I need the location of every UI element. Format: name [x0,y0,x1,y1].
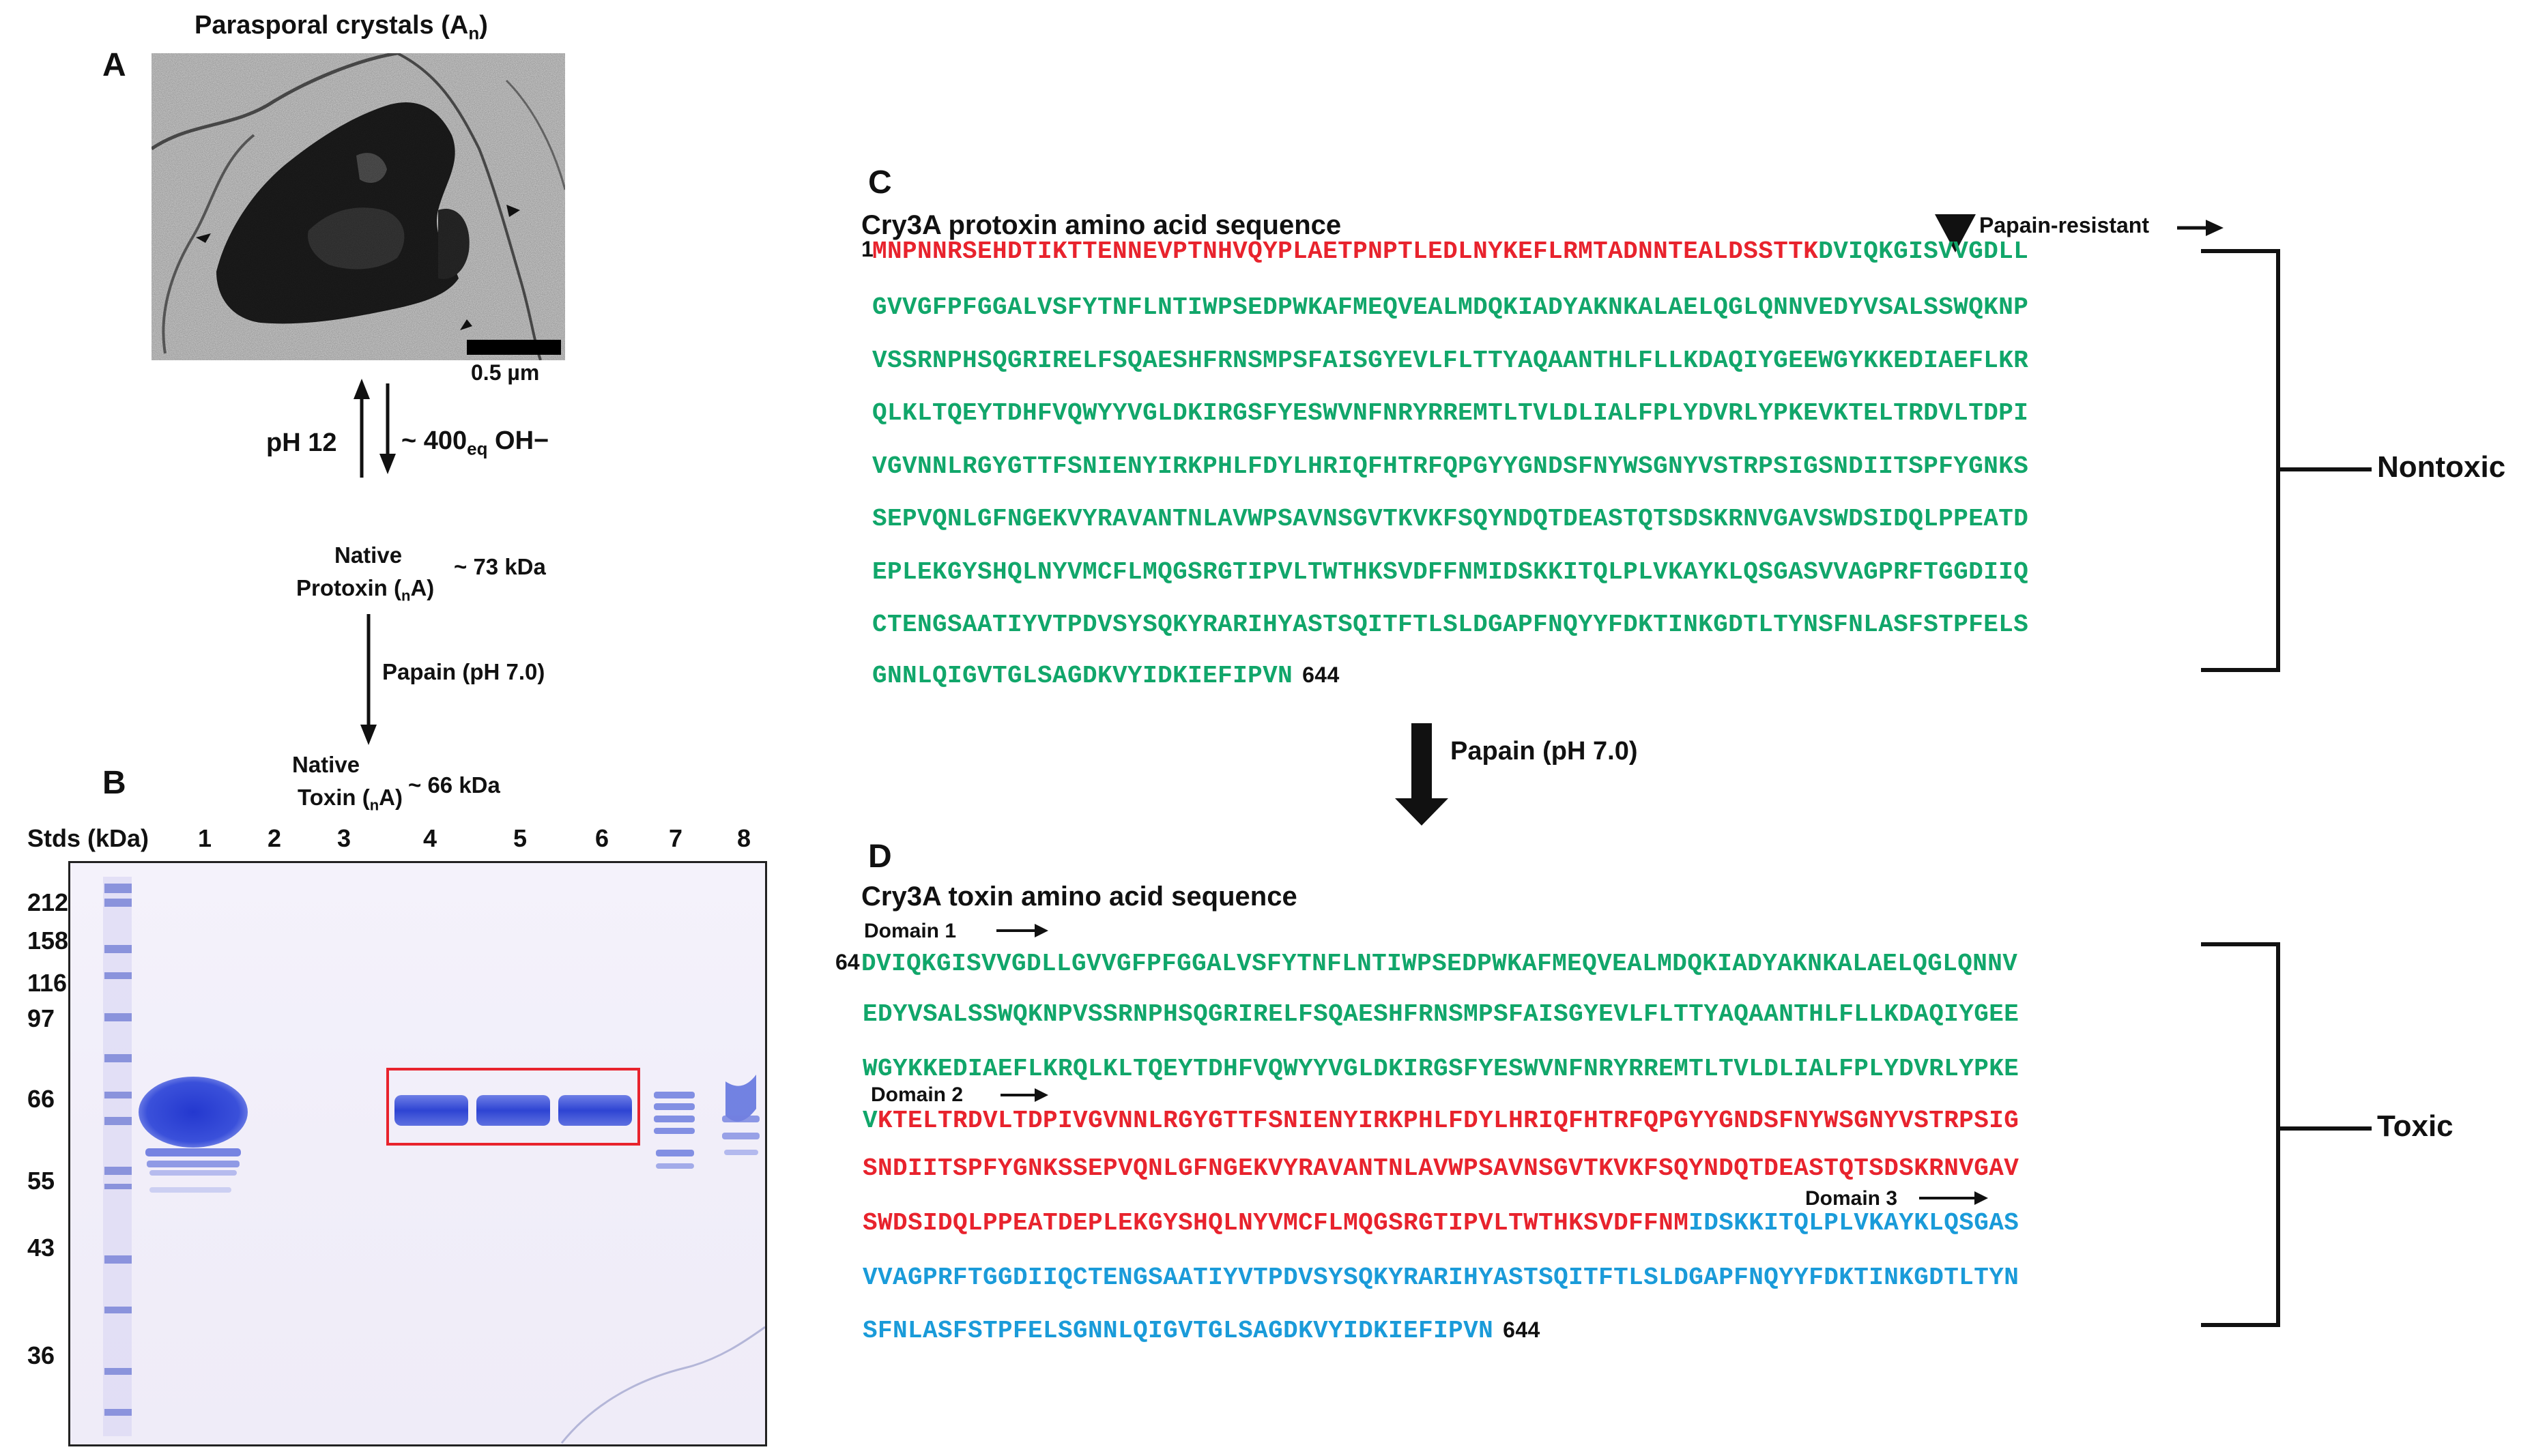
marker-label-158: 158 [27,927,69,955]
gel-bands [103,877,765,1444]
marker-label-43: 43 [27,1234,55,1262]
toxic-label: Toxic [2377,1109,2454,1143]
papain-label-middle: Papain (pH 7.0) [1450,737,1638,766]
marker-label-36: 36 [27,1341,55,1369]
toxin-label-line2: Toxin (nA) [298,785,403,814]
stds-label: Stds (kDa) [27,824,149,852]
lane-label-8: 8 [737,824,751,852]
papain-label-a: Papain (pH 7.0) [382,659,545,684]
protoxin-seq-line-1: MNPNNRSEHDTIKTTENNEVPTNHVQYPLAETPNPTLEDL… [872,237,2029,265]
protoxin-start-number: 1 [861,237,874,261]
papain-resistant-label: Papain-resistant [1979,213,2149,237]
ph-label: pH 12 [266,428,337,457]
toxin-seq-line-8: SFNLASFSTPFELSGNNLQIGVTGLSAGDKVYIDKIEFIP… [863,1317,1540,1345]
toxin-seq-line-1: DVIQKGISVVGDLLGVVGFPFGGALVSFYTNFLNTIWPSE… [861,950,2018,978]
panel-d-letter: D [868,839,892,875]
lane-label-6: 6 [595,824,609,852]
lane-label-2: 2 [268,824,282,852]
toxin-seq-line-2: EDYVSALSSWQKNPVSSRNPHSQGRIRELFSQAESHFRNS… [863,1000,2019,1028]
protoxin-seq-line-4: QLKLTQEYTDHFVQWYYVGLDKIRGSFYESWVNFNRYRRE… [872,399,2029,427]
nontoxic-label: Nontoxic [2377,450,2506,484]
protoxin-sequence-title: Cry3A protoxin amino acid sequence [861,210,1342,240]
marker-label-55: 55 [27,1167,55,1195]
lane-label-7: 7 [669,824,683,852]
toxin-start-number: 64 [835,950,860,974]
protoxin-seq-line-2: GVVGFPFGGALVSFYTNFLNTIWPSEDPWKAFMEQVEALM… [872,293,2029,321]
domain-2-label: Domain 2 [871,1083,964,1106]
toxin-seq-line-6: SWDSIDQLPPEATDEPLEKGYSHQLNYVMCFLMQGSRGTI… [863,1209,2019,1237]
hydroxide-label: ~ 400eq OH− [401,426,549,459]
marker-label-97: 97 [27,1004,55,1032]
sds-page-gel [68,861,767,1446]
lane-label-3: 3 [337,824,351,852]
toxin-sequence-title: Cry3A toxin amino acid sequence [861,882,1297,912]
panel-a-title: Parasporal crystals (An) [195,11,488,44]
marker-label-116: 116 [27,969,68,997]
protoxin-label-line2: Protoxin (nA) [296,575,435,605]
toxin-seq-line-4: VKTELTRDVLTDPIVGVNNLRGYGTTFSNIENYIRKPHLF… [863,1107,2019,1135]
panel-b-letter: B [102,765,126,801]
panel-c-letter: C [868,164,892,201]
micrograph-drawing [152,53,565,360]
protoxin-seq-line-6: SEPVQNLGFNGEKVYRAVANTNLAVWPSAVNSGVTKVKFS… [872,505,2029,533]
lane-label-1: 1 [198,824,212,852]
lane-label-4: 4 [423,824,437,852]
toxin-kda: ~ 66 kDa [408,772,500,798]
protoxin-seq-line-5: VGVNNLRGYGTTFSNIENYIRKPHLFDYLHRIQFHTRFQP… [872,452,2029,480]
protoxin-kda: ~ 73 kDa [454,554,546,579]
toxin-seq-line-5: SNDIITSPFYGNKSSEPVQNLGFNGEKVYRAVANTNLAVW… [863,1154,2019,1182]
crystal-micrograph [152,53,565,360]
domain-1-label: Domain 1 [864,920,957,942]
panel-a-letter: A [102,47,126,83]
marker-label-66: 66 [27,1085,55,1113]
domain-3-label: Domain 3 [1805,1187,1898,1210]
protoxin-label-line1: Native [334,542,403,568]
protoxin-seq-line-3: VSSRNPHSQGRIRELFSQAESHFRNSMPSFAISGYEVLFL… [872,346,2029,375]
toxin-seq-line-7: VVAGPRFTGGDIIQCTENGSAATIYVTPDVSYSQKYRARI… [863,1264,2019,1292]
toxin-label-line1: Native [292,752,360,777]
toxin-seq-line-3: WGYKKEDIAEFLKRQLKLTQEYTDHFVQWYYVGLDKIRGS… [863,1055,2019,1083]
marker-label-212: 212 [27,888,69,916]
protoxin-seq-line-8: CTENGSAATIYVTPDVSYSQKYRARIHYASTSQITFTLSL… [872,611,2029,639]
scale-bar-label: 0.5 µm [471,360,540,385]
lane-label-5: 5 [513,824,528,852]
protoxin-seq-line-7: EPLEKGYSHQLNYVMCFLMQGSRGTIPVLTWTHKSVDFFN… [872,557,2029,586]
